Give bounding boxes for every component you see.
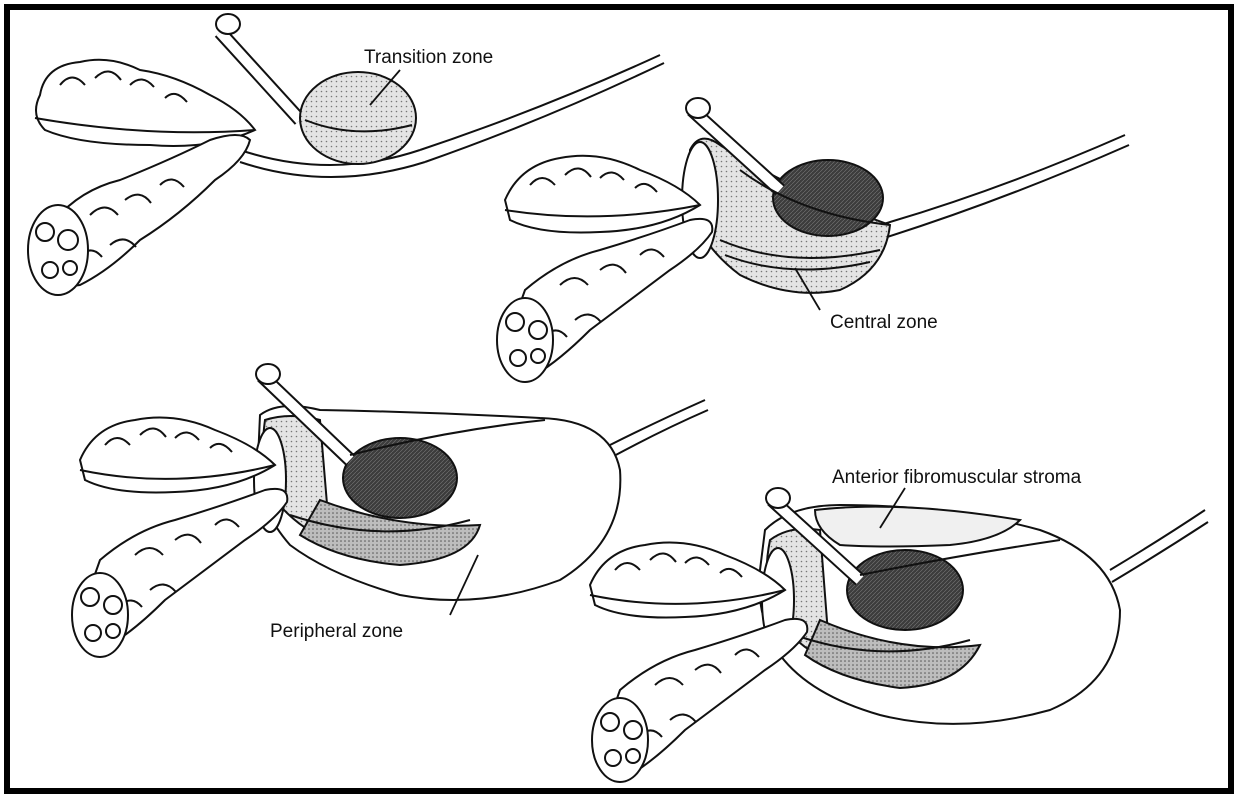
panel-transition-zone xyxy=(28,14,664,295)
panel-anterior-stroma xyxy=(590,488,1208,782)
panel-peripheral-zone xyxy=(72,364,708,657)
label-transition-zone: Transition zone xyxy=(364,47,493,69)
label-peripheral-zone: Peripheral zone xyxy=(270,621,403,643)
label-central-zone: Central zone xyxy=(830,312,938,334)
label-anterior-fibromuscular-stroma: Anterior fibromuscular stroma xyxy=(832,467,1081,489)
panel-central-zone xyxy=(497,98,1129,382)
